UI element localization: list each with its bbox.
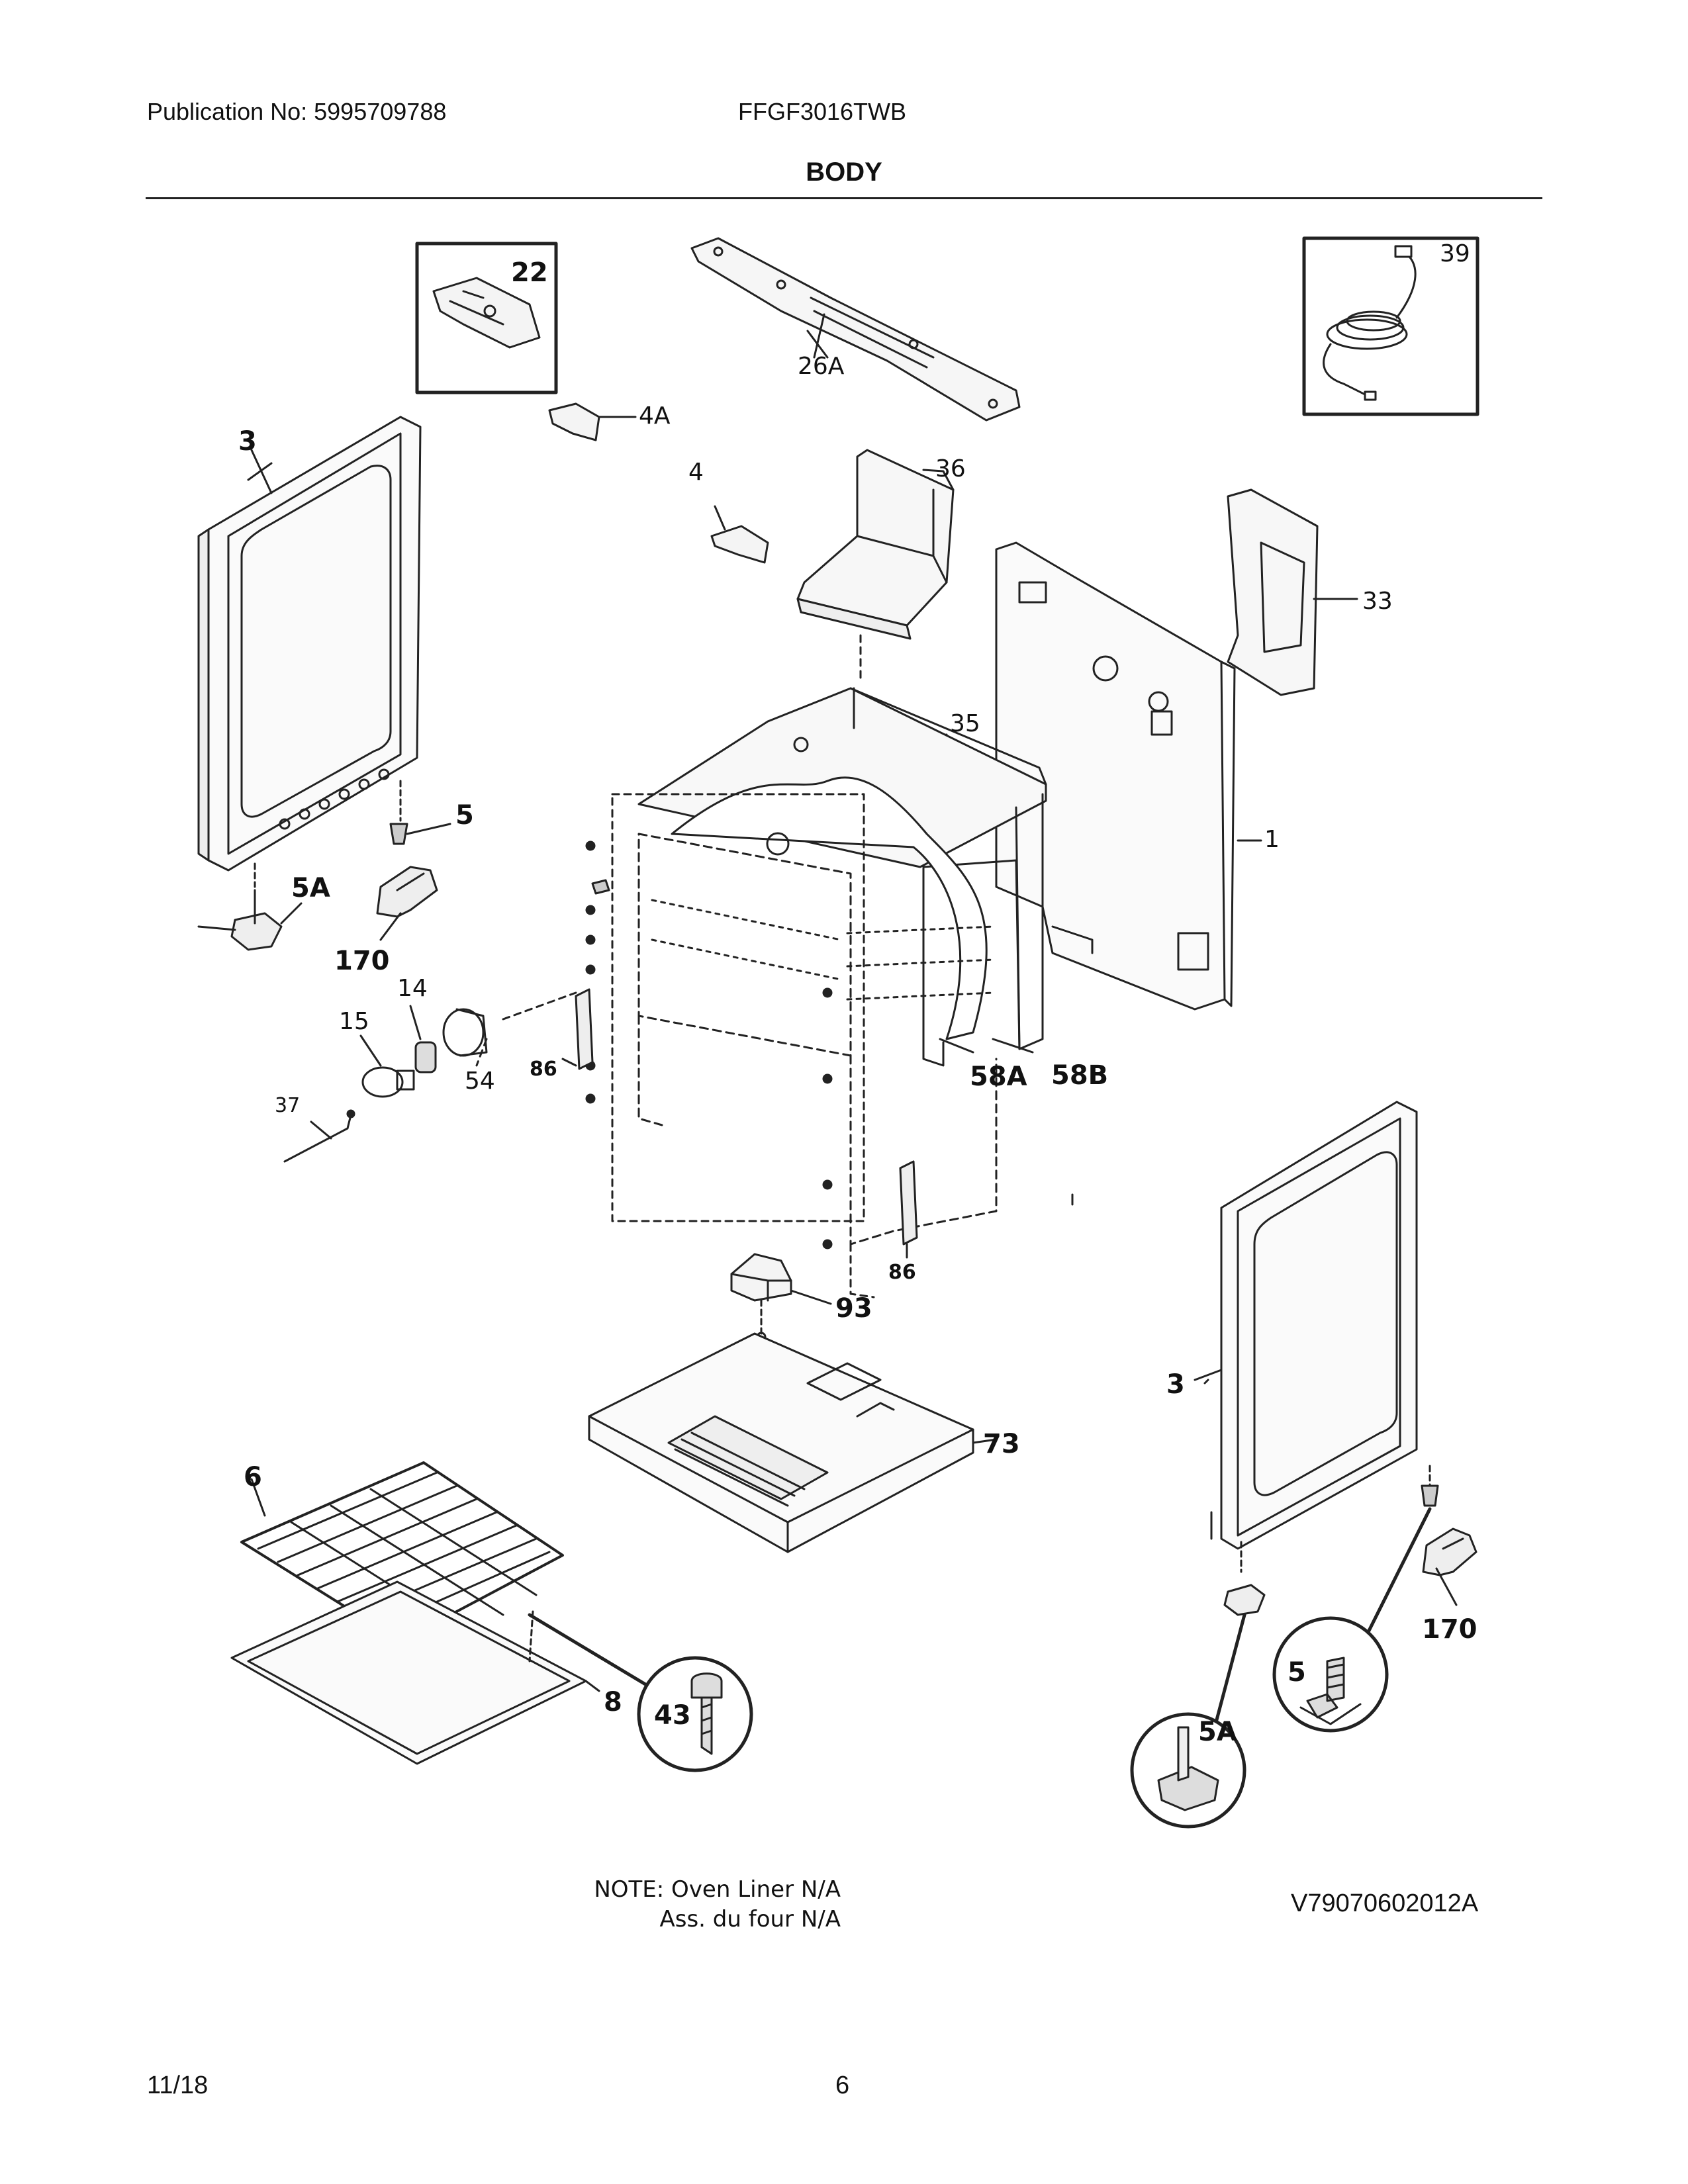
section-title: BODY [806,158,882,187]
part-4-clip [710,505,769,564]
callout-58a: 58A [970,1062,1027,1092]
callout-4a: 4A [639,402,671,430]
callout-33: 33 [1362,588,1393,615]
callout-93: 93 [835,1293,872,1324]
part-93-burner-cover [730,1253,832,1342]
callout-54: 54 [465,1068,495,1095]
publication-number: Publication No: 5995709788 [147,98,447,125]
part-43-screw-detail [528,1610,753,1772]
callout-26a: 26A [798,353,845,380]
part-54-lens [442,991,577,1067]
note-line-2: Ass. du four N/A [659,1906,841,1933]
part-8-tray [230,1580,600,1765]
part-170-clip-right [1422,1527,1477,1606]
part-170-clip-left [376,866,438,941]
oven-cavity-assembly [611,687,1047,1298]
part-5-leveler-left [389,823,451,845]
callout-22: 22 [511,257,548,288]
callout-86-left: 86 [530,1058,557,1081]
part-73-oven-bottom [588,1332,998,1553]
callout-36: 36 [935,455,966,482]
part-33-side-panel [1227,488,1358,696]
part-3-left-side-panel [197,416,422,888]
callout-6: 6 [244,1462,262,1492]
callout-1: 1 [1264,826,1280,853]
callout-170-left: 170 [334,946,390,976]
callout-5-left: 5 [455,800,474,831]
footer-date: 11/18 [147,2071,209,2099]
part-5a-bracket-right [1130,1584,1266,1829]
part-36-vent-shield [796,449,955,683]
callout-15: 15 [339,1008,369,1035]
callout-leaders [197,330,1209,1385]
part-15-bulb [359,1034,415,1098]
part-26a-bracket [690,237,1021,422]
diagram-code: V79070602012A [1291,1889,1479,1917]
callout-58b: 58B [1051,1060,1108,1091]
part-58-leaders [939,1038,1034,1054]
callout-8: 8 [604,1687,622,1717]
part-14-socket [409,1005,437,1073]
part-39-power-cord-inset [1302,236,1479,416]
callout-5a-left: 5A [291,873,330,903]
callout-37: 37 [275,1094,300,1117]
part-5a-bracket-left [230,889,303,951]
part-3-right-side-panel [1194,1101,1431,1573]
footer-page-number: 6 [835,2071,850,2099]
part-4a-clip [548,402,637,441]
header-divider [146,197,1542,199]
callout-5a-detail: 5A [1198,1717,1237,1747]
model-number: FFGF3016TWB [738,98,907,125]
part-5-leveler-right [1272,1484,1439,1733]
part-22-inset [415,242,558,394]
callout-14: 14 [397,975,428,1002]
callout-39: 39 [1440,240,1470,267]
callout-5-detail: 5 [1288,1657,1306,1688]
callout-86-right: 86 [888,1261,916,1284]
part-37-wire [283,1109,355,1163]
callout-73: 73 [983,1429,1020,1459]
part-86-bracket-right [899,1160,918,1259]
callout-43: 43 [654,1700,691,1731]
part-1-back-panel [995,541,1262,1011]
callout-3-right: 3 [1166,1369,1185,1400]
oven-screws [585,841,833,1250]
callout-4: 4 [688,459,704,486]
note-line-1: NOTE: Oven Liner N/A [594,1876,841,1903]
part-86-bracket-left [561,988,594,1070]
callout-35: 35 [950,710,980,737]
callout-3-left: 3 [238,426,257,457]
callout-170-right: 170 [1422,1614,1477,1645]
